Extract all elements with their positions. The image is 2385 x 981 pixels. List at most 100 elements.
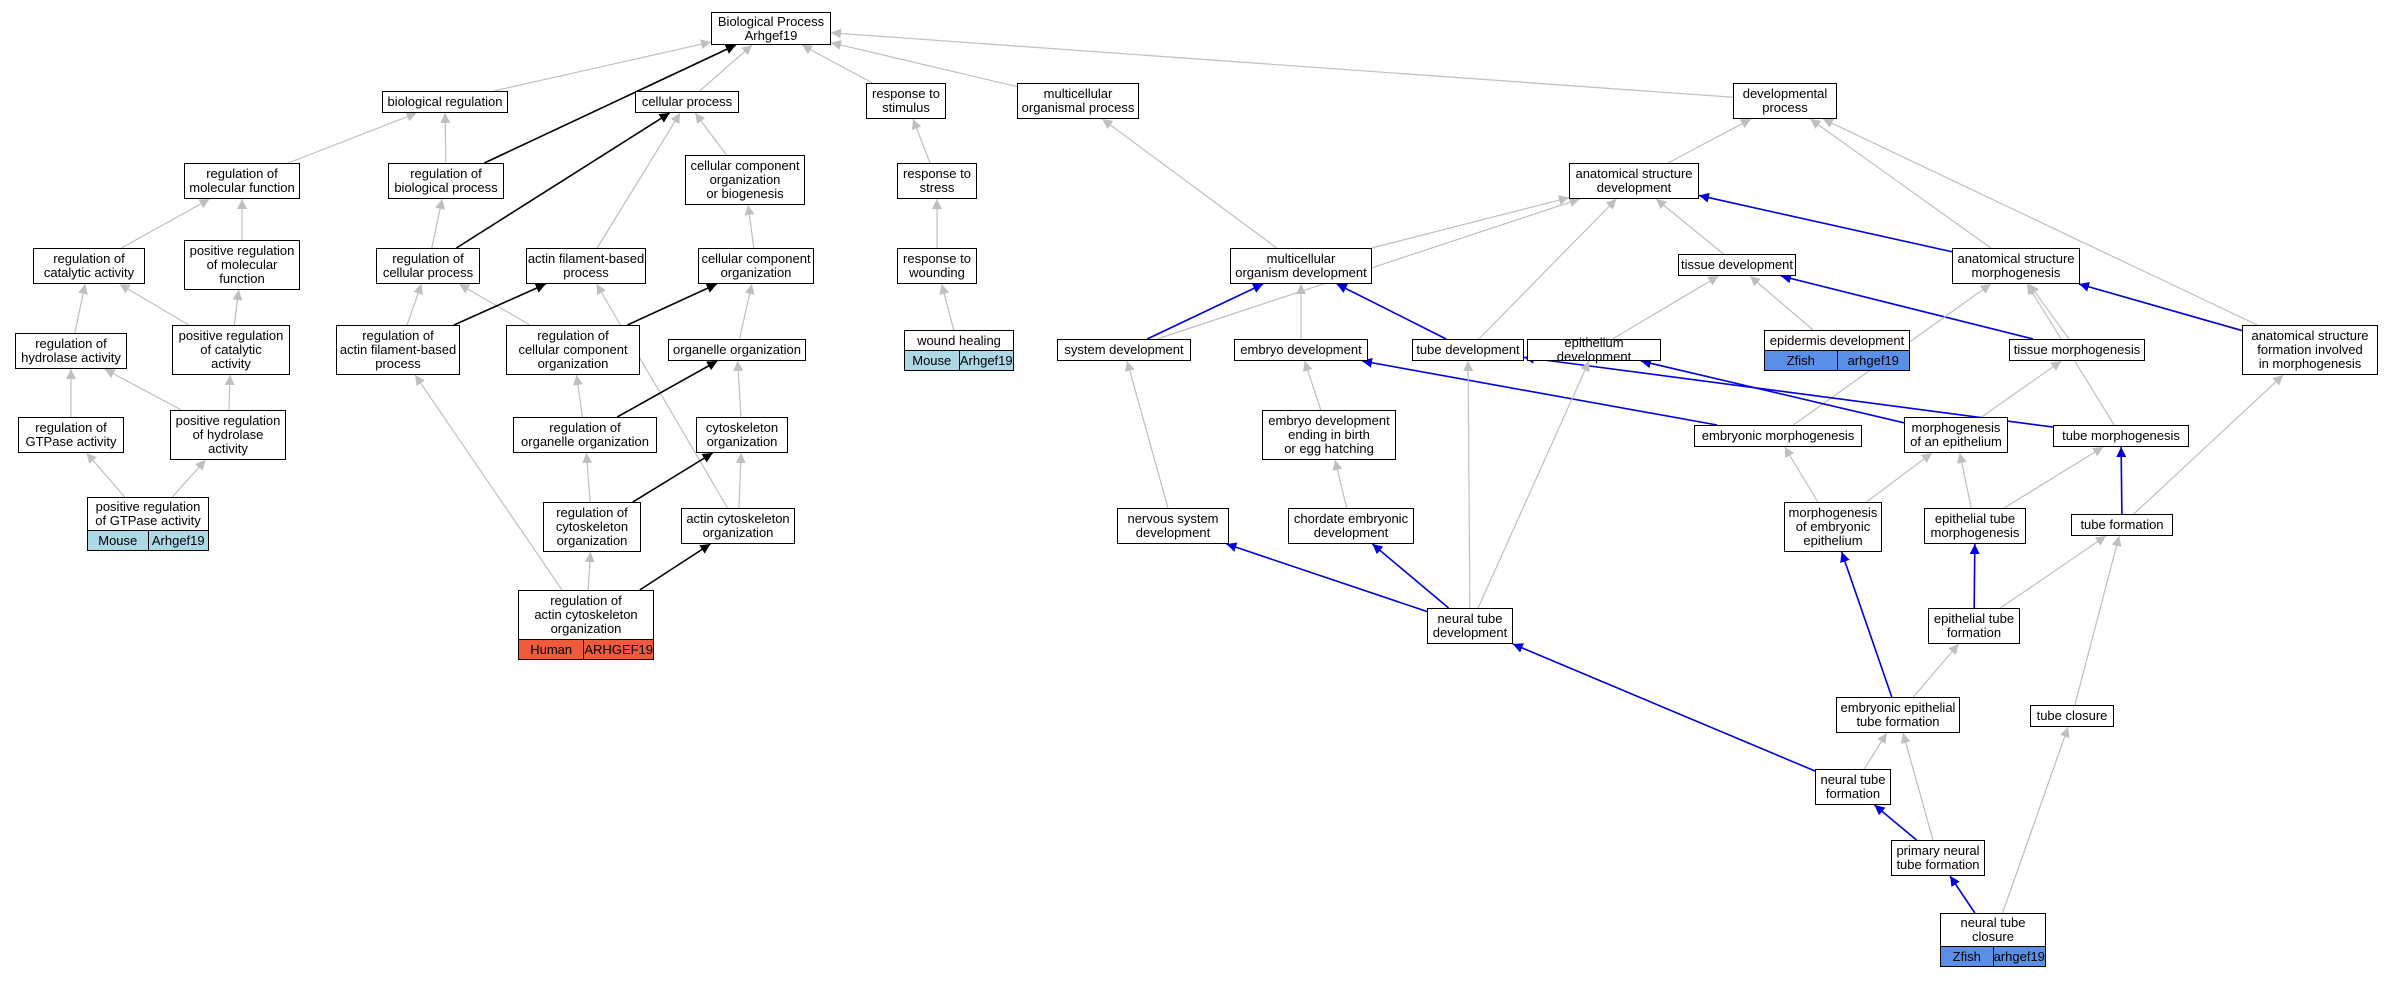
gene-label: Arhgef19 (958, 351, 1013, 370)
go-term-tube-morph[interactable]: tube morphogenesis (2053, 425, 2189, 447)
edge-reg_cell-to-reg_bio (431, 198, 446, 249)
go-term-dev-proc[interactable]: developmental process (1733, 83, 1837, 119)
go-term-emb-morph[interactable]: embryonic morphogenesis (1694, 425, 1862, 447)
go-term-tube-closure[interactable]: tube closure (2030, 705, 2114, 727)
go-term-reg-cat[interactable]: regulation of catalytic activity (33, 248, 145, 284)
edge-reg_cell-to-cellproc (455, 112, 671, 249)
edge-reg_cat-to-reg_mol (121, 198, 210, 249)
go-term-morph-epith[interactable]: morphogenesis of an epithelium (1904, 417, 2008, 453)
edge-asfim-to-asm (2078, 281, 2243, 332)
edge-cco-to-ccob (744, 204, 755, 249)
go-term-asfim[interactable]: anatomical structure formation involved … (2242, 325, 2378, 375)
edge-actin_cyto_org-to-cyto_org (735, 452, 746, 509)
edge-organelle_org-to-cco (738, 283, 755, 340)
edge-pntf-to-eetf (1900, 732, 1934, 841)
go-term-tube-dev[interactable]: tube development (1412, 339, 1524, 361)
go-term-bp[interactable]: Biological Process Arhgef19 (711, 12, 831, 45)
go-term-reg-cell[interactable]: regulation of cellular process (376, 248, 480, 284)
go-term-resp-wound[interactable]: response to wounding (897, 248, 977, 284)
go-term-cco[interactable]: cellular component organization (698, 248, 814, 284)
go-term-actin-proc[interactable]: actin filament-based process (526, 248, 646, 284)
edge-actin_cyto_org-to-actin_proc (596, 283, 728, 509)
edge-actin_proc-to-cellproc (596, 112, 681, 249)
edge-reg_cco-to-cco (627, 283, 718, 326)
go-term-pos-reg-mol[interactable]: positive regulation of molecular functio… (184, 240, 300, 290)
edge-epith_tube_morph-to-morph_epith (1956, 452, 1972, 509)
edge-reg_mol-to-bioreg (288, 111, 417, 164)
edge-tissue_dev-to-asd (1655, 198, 1724, 255)
go-term-resp-stress[interactable]: response to stress (897, 163, 977, 199)
edge-reg_aco-to-actin_cyto_org (639, 543, 711, 591)
edge-morph_emb_epith-to-morph_epith (1866, 452, 1933, 503)
go-term-cyto-org[interactable]: cytoskeleton organization (696, 417, 788, 453)
go-term-reg-bio[interactable]: regulation of biological process (388, 163, 504, 199)
edge-asm-to-asd (1698, 192, 1953, 253)
edge-bioreg-to-bp (493, 39, 712, 92)
go-term-actin-cyto-org[interactable]: actin cytoskeleton organization (681, 508, 795, 544)
go-term-organelle-org[interactable]: organelle organization (668, 339, 806, 361)
edge-ntd-to-epith_dev (1477, 360, 1590, 609)
go-term-sys-dev[interactable]: system development (1057, 339, 1191, 361)
go-term-ntf[interactable]: neural tube formation (1815, 769, 1891, 805)
species-label: Mouse (88, 531, 148, 550)
go-term-reg-actin-proc[interactable]: regulation of actin filament-based proce… (336, 325, 460, 375)
go-term-epith-dev[interactable]: epithelium development (1527, 336, 1661, 364)
go-term-epith-tube-form[interactable]: epithelial tube formation (1928, 608, 2020, 644)
edge-reg_org_org-to-reg_cco (572, 374, 584, 418)
go-term-reg-cyto-org[interactable]: regulation of cytoskeleton organization (543, 502, 641, 552)
go-term-pos-reg-cat[interactable]: positive regulation of catalytic activit… (172, 325, 290, 375)
go-term-reg-aco[interactable]: regulation of actin cytoskeleton organiz… (518, 590, 654, 640)
go-term-resp-stim[interactable]: response to stimulus (866, 83, 946, 119)
edge-tissue_morph-to-tissue_dev (1780, 273, 2034, 340)
edge-pos_reg_gtp-to-reg_gtp (86, 452, 126, 498)
go-term-tube-form[interactable]: tube formation (2071, 514, 2173, 536)
go-term-pos-reg-hyd[interactable]: positive regulation of hydrolase activit… (170, 410, 286, 460)
gene-label: arhgef19 (1836, 351, 1909, 370)
go-term-mod[interactable]: multicellular organism development (1230, 248, 1372, 284)
go-term-ced[interactable]: chordate embryonic development (1288, 508, 1414, 544)
go-term-nsd[interactable]: nervous system development (1117, 508, 1229, 544)
go-term-pos-reg-gtp[interactable]: positive regulation of GTPase activity (87, 497, 209, 531)
go-term-embryo-dev[interactable]: embryo development (1234, 339, 1368, 361)
go-term-ntd[interactable]: neural tube development (1427, 608, 1513, 644)
go-term-epith-tube-morph[interactable]: epithelial tube morphogenesis (1924, 508, 2026, 544)
go-term-reg-org-org[interactable]: regulation of organelle organization (513, 417, 657, 453)
go-term-cellproc[interactable]: cellular process (635, 91, 739, 113)
go-term-ntc[interactable]: neural tube closure (1940, 913, 2046, 947)
edge-reg_actin_proc-to-reg_cell (406, 283, 423, 326)
edge-reg_bio-to-bp (484, 44, 737, 164)
go-term-asd[interactable]: anatomical structure development (1569, 163, 1699, 199)
gene-label: arhgef19 (1992, 947, 2045, 966)
go-term-reg-cco[interactable]: regulation of cellular component organiz… (506, 325, 640, 375)
edge-tube_closure-to-tube_form (2074, 535, 2122, 706)
go-term-epid-dev[interactable]: epidermis development (1764, 330, 1910, 351)
edge-epith_dev-to-tissue_dev (1612, 275, 1719, 340)
gene-label: Arhgef19 (147, 531, 208, 550)
edge-morph_epith-to-tissue_morph (1981, 360, 2062, 418)
go-term-wound-heal[interactable]: wound healing (904, 330, 1014, 351)
go-term-reg-gtp[interactable]: regulation of GTPase activity (18, 417, 124, 453)
go-term-tissue-morph[interactable]: tissue morphogenesis (2009, 339, 2145, 361)
edge-resp_stim-to-bp (801, 44, 873, 84)
go-term-asm[interactable]: anatomical structure morphogenesis (1952, 248, 2080, 284)
go-term-reg-hyd[interactable]: regulation of hydrolase activity (15, 333, 127, 369)
edge-tube_form-to-tube_morph (2116, 446, 2127, 515)
edge-pos_reg_cat-to-pos_reg_mol (232, 289, 243, 326)
go-term-ccob[interactable]: cellular component organization or bioge… (685, 155, 805, 205)
go-term-multi-proc[interactable]: multicellular organismal process (1017, 83, 1139, 119)
edge-epith_tube_morph-to-tube_morph (2003, 446, 2104, 509)
go-term-eetf[interactable]: embryonic epithelial tube formation (1836, 697, 1960, 733)
go-term-morph-emb-epith[interactable]: morphogenesis of embryonic epithelium (1784, 502, 1882, 552)
go-term-edbeh[interactable]: embryo development ending in birth or eg… (1262, 410, 1396, 460)
edge-ntd-to-tube_dev (1463, 360, 1474, 609)
go-term-tissue-dev[interactable]: tissue development (1678, 254, 1796, 276)
go-term-pntf[interactable]: primary neural tube formation (1891, 840, 1985, 876)
edge-resp_stress-to-resp_stim (911, 118, 931, 164)
edge-asfim-to-dev_proc (1822, 118, 2258, 326)
go-term-bioreg[interactable]: biological regulation (382, 91, 508, 113)
edge-reg_cco-to-reg_cell (458, 283, 531, 326)
go-term-reg-mol[interactable]: regulation of molecular function (184, 163, 300, 199)
